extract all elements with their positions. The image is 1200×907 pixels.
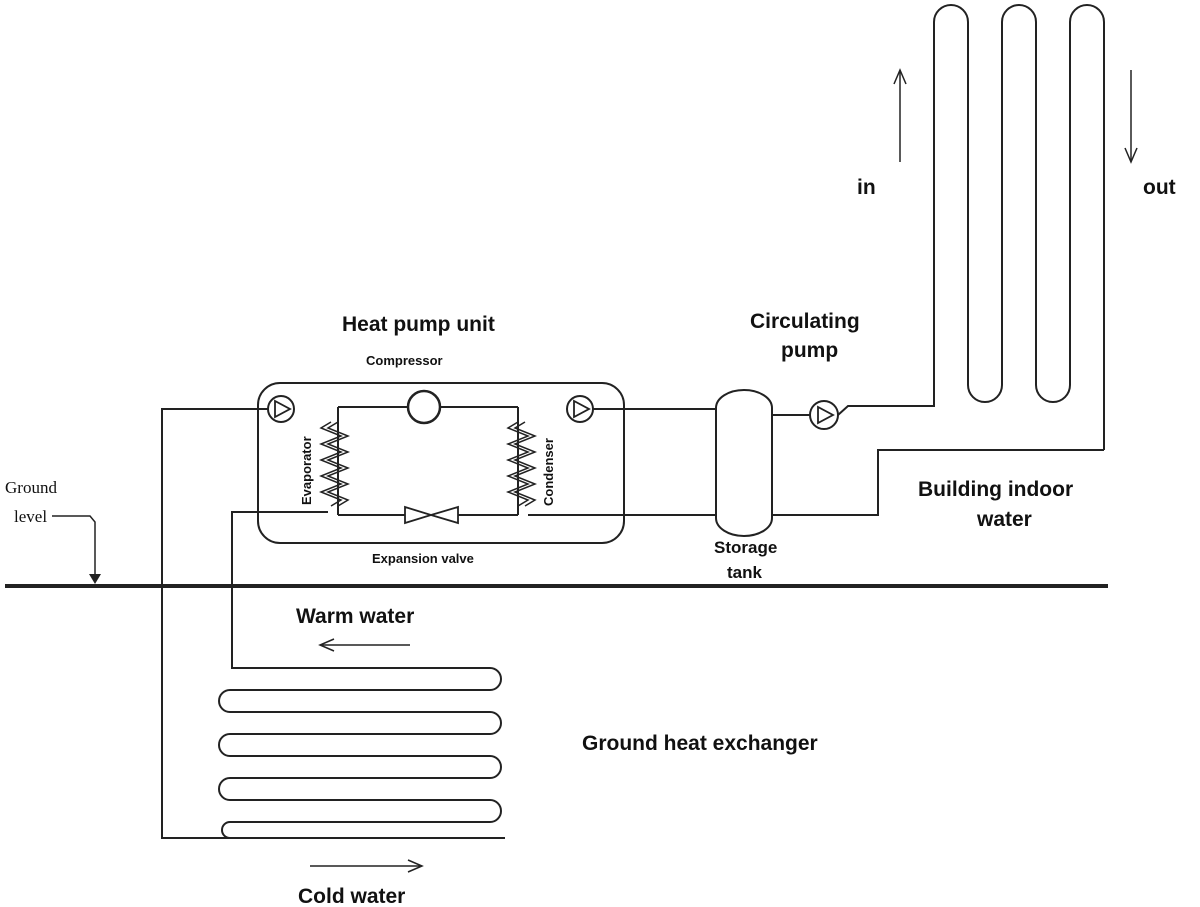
expansion-valve-icon xyxy=(404,505,459,525)
warm-water-label: Warm water xyxy=(296,605,414,628)
building-radiator-coil xyxy=(933,4,1105,450)
building-return-pipe xyxy=(772,449,1104,516)
cold-water-arrow-head xyxy=(407,859,424,873)
condenser-coil-icon xyxy=(505,421,531,507)
compressor-icon xyxy=(406,389,442,425)
condenser-label: Condenser xyxy=(541,438,556,506)
building-indoor-water-label-1: Building indoor xyxy=(918,478,1073,501)
in-arrow-head xyxy=(893,68,907,85)
evaporator-pump-arrow xyxy=(274,399,292,419)
ground-loop-warm-supply-pipe xyxy=(231,511,490,669)
warm-water-arrow-head xyxy=(318,638,335,652)
out-arrow-head xyxy=(1124,147,1138,164)
building-indoor-water-label-2: water xyxy=(976,508,1032,531)
ground-level-label-2: level xyxy=(14,507,47,526)
building-supply-pipe xyxy=(837,22,935,416)
condenser-coil-icon-2 xyxy=(512,421,538,507)
compressor-label: Compressor xyxy=(366,353,443,368)
ground-level-label-1: Ground xyxy=(5,478,57,497)
ground-level-pointer-head xyxy=(89,574,101,584)
evaporator-coil-icon-2 xyxy=(318,421,344,507)
evaporator-label: Evaporator xyxy=(299,436,314,505)
expansion-valve-label: Expansion valve xyxy=(372,551,474,566)
evaporator-coil-icon xyxy=(325,421,351,507)
in-label: in xyxy=(857,176,876,199)
ground-level-pointer xyxy=(52,515,96,576)
heat-pump-unit-label: Heat pump unit xyxy=(342,313,495,336)
out-label: out xyxy=(1143,176,1176,199)
ground-loop-cold-return-pipe xyxy=(161,408,505,839)
storage-tank-label-1: Storage xyxy=(714,538,777,557)
storage-tank-icon xyxy=(715,389,773,537)
circulating-pump-label-1: Circulating xyxy=(750,310,860,333)
heat-pump-unit-box xyxy=(257,382,625,544)
ground-heat-exchanger-coil xyxy=(218,667,502,839)
ground-heat-exchanger-label: Ground heat exchanger xyxy=(582,732,818,755)
circulating-pump-arrow xyxy=(817,405,835,425)
storage-tank-label-2: tank xyxy=(727,563,763,582)
circulating-pump-label-2: pump xyxy=(781,339,838,362)
condenser-pump-arrow xyxy=(573,399,591,419)
cold-water-label: Cold water xyxy=(298,885,405,907)
